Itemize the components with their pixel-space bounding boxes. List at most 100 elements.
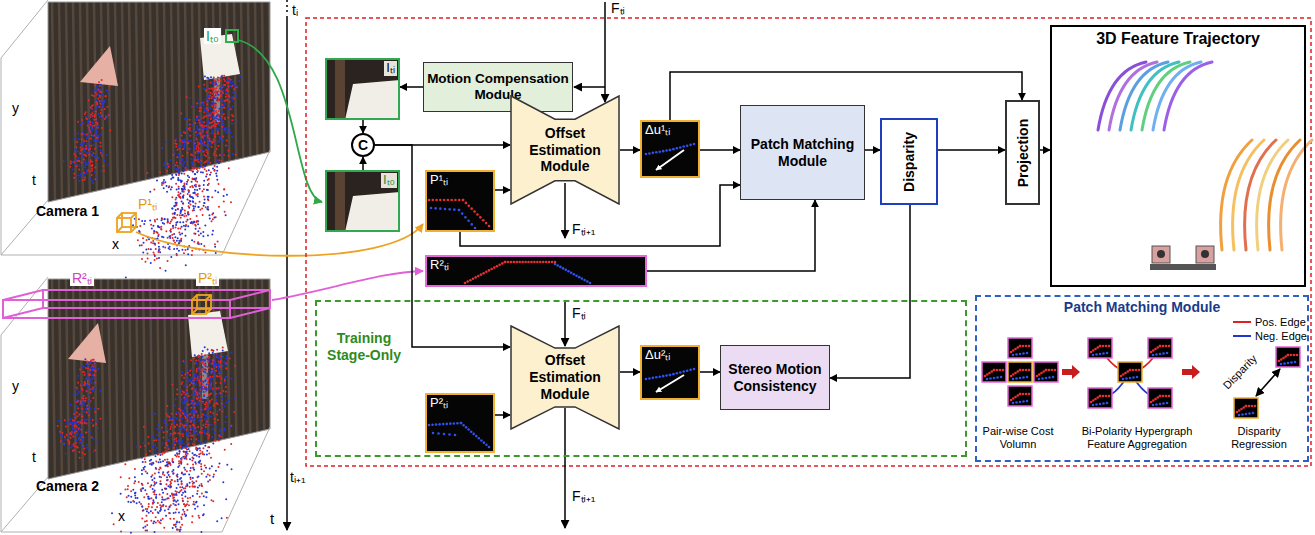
event-dot xyxy=(183,503,185,505)
event-dot xyxy=(187,142,189,144)
event-dot xyxy=(87,122,89,124)
event-dot xyxy=(95,122,97,124)
event-dot xyxy=(183,397,185,399)
event-dot xyxy=(215,366,217,368)
event-dot xyxy=(210,143,212,145)
event-dot xyxy=(173,212,175,214)
event-dot xyxy=(185,417,187,419)
event-dot xyxy=(199,188,201,190)
event-dot xyxy=(197,150,199,152)
event-dot xyxy=(194,205,196,207)
event-dot xyxy=(198,419,200,421)
event-dot xyxy=(192,163,194,165)
event-dot xyxy=(84,173,86,175)
event-dot xyxy=(177,208,179,210)
event-dot xyxy=(197,476,199,478)
event-dot xyxy=(95,159,97,161)
event-dot xyxy=(180,526,182,528)
event-dot xyxy=(212,390,214,392)
event-dot xyxy=(196,493,198,495)
event-dot xyxy=(189,196,191,198)
event-dot xyxy=(141,488,143,490)
event-dot xyxy=(90,164,92,166)
event-dot xyxy=(199,139,201,141)
event-dot xyxy=(124,463,126,465)
event-dot xyxy=(219,375,221,377)
event-dot xyxy=(193,399,195,401)
event-dot xyxy=(229,80,231,82)
event-dot xyxy=(165,483,167,485)
event-dot xyxy=(217,133,219,135)
event-dot xyxy=(79,153,81,155)
event-dot xyxy=(146,524,148,526)
event-dot xyxy=(197,376,199,378)
event-dot xyxy=(212,476,214,478)
event-dot xyxy=(221,160,223,162)
event-dot xyxy=(196,127,198,129)
event-dot xyxy=(221,126,223,128)
event-dot xyxy=(204,165,206,167)
event-dot xyxy=(159,459,161,461)
event-dot xyxy=(188,140,190,142)
event-dot xyxy=(190,153,192,155)
event-dot xyxy=(183,377,185,379)
event-dot xyxy=(140,503,142,505)
event-dot xyxy=(218,85,220,87)
event-dot xyxy=(91,105,93,107)
event-dot xyxy=(195,167,197,169)
event-dot xyxy=(203,188,205,190)
event-dot xyxy=(172,225,174,227)
event-dot xyxy=(208,139,210,141)
event-dot xyxy=(158,257,160,259)
event-dot xyxy=(214,151,216,153)
event-dot xyxy=(97,145,99,147)
event-dot xyxy=(222,100,224,102)
event-dot xyxy=(159,171,161,173)
event-dot xyxy=(161,426,163,428)
event-dot xyxy=(100,142,102,144)
event-dot xyxy=(166,498,168,500)
event-dot xyxy=(174,432,176,434)
event-dot xyxy=(93,110,95,112)
event-dot xyxy=(207,198,209,200)
event-dot xyxy=(167,429,169,431)
event-dot xyxy=(219,429,221,431)
event-dot xyxy=(152,242,154,244)
event-dot xyxy=(193,145,195,147)
line-stroke xyxy=(52,2,55,202)
event-dot xyxy=(92,123,94,125)
event-dot xyxy=(213,359,215,361)
event-dot xyxy=(147,496,149,498)
event-dot xyxy=(224,421,226,423)
event-dot xyxy=(215,90,217,92)
event-dot xyxy=(176,529,178,531)
event-dot xyxy=(142,461,144,463)
event-dot xyxy=(238,80,240,82)
event-dot xyxy=(217,191,219,193)
line-stroke xyxy=(248,2,251,202)
event-dot xyxy=(203,151,205,153)
event-dot xyxy=(202,368,204,370)
event-dot xyxy=(157,511,159,513)
event-dot xyxy=(186,169,188,171)
event-dot xyxy=(85,116,87,118)
event-dot xyxy=(192,186,194,188)
event-dot xyxy=(95,119,97,121)
event-dot xyxy=(89,170,91,172)
event-dot xyxy=(147,436,149,438)
event-dot xyxy=(99,85,101,87)
event-dot xyxy=(212,212,214,214)
event-dot xyxy=(159,483,161,485)
event-dot xyxy=(200,463,202,465)
event-dot xyxy=(170,189,172,191)
event-dot xyxy=(181,494,183,496)
event-dot xyxy=(188,474,190,476)
event-dot xyxy=(219,154,221,156)
event-dot xyxy=(181,374,183,376)
event-dot xyxy=(218,159,220,161)
event-dot xyxy=(198,86,200,88)
event-dot xyxy=(80,146,82,148)
event-dot xyxy=(182,163,184,165)
event-dot xyxy=(167,218,169,220)
event-dot xyxy=(63,160,65,162)
